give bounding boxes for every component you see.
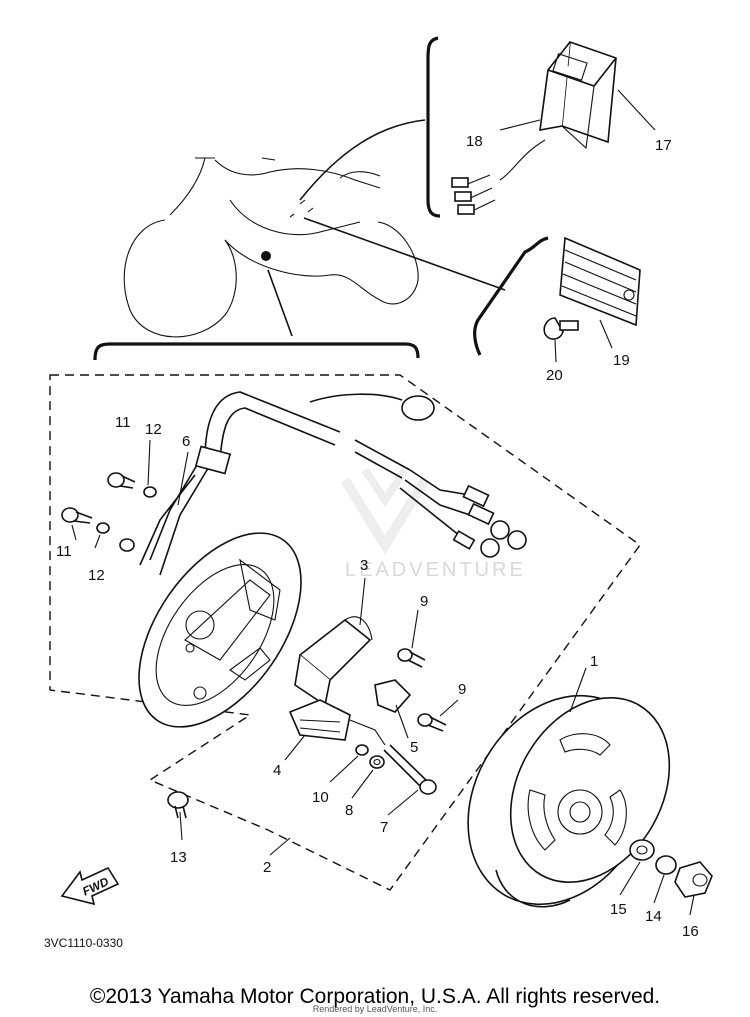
motorcycle-outline <box>123 157 419 338</box>
leader-lines <box>71 89 695 916</box>
callout-6: 6 <box>182 433 190 450</box>
washer-part-8 <box>369 755 385 769</box>
callout-1: 1 <box>590 653 598 670</box>
callout-20: 20 <box>546 367 563 384</box>
callout-2: 2 <box>263 859 271 876</box>
copyright-notice: ©2013 Yamaha Motor Corporation, U.S.A. A… <box>89 985 661 1008</box>
screw-part-13 <box>167 791 189 819</box>
fwd-arrow-icon: FWD <box>60 866 120 906</box>
callout-12-upper: 12 <box>145 421 162 438</box>
callout-17: 17 <box>655 137 672 154</box>
leadventure-watermark-logo <box>340 467 430 555</box>
lighting-coil-part-5 <box>374 679 412 713</box>
screw-part-9-upper <box>397 648 426 668</box>
pickup-coil-part-4 <box>288 699 386 746</box>
flywheel-rotor-part-1 <box>467 694 671 908</box>
grommet <box>119 538 135 552</box>
callout-11-lower: 11 <box>56 543 72 560</box>
stator-plate-part-2 <box>138 532 302 728</box>
callout-13: 13 <box>170 849 187 866</box>
washer-part-15 <box>629 839 655 861</box>
callout-18: 18 <box>466 133 483 150</box>
lock-washer-part-14 <box>655 855 677 875</box>
callout-16: 16 <box>682 923 699 940</box>
callout-8: 8 <box>345 802 353 819</box>
callout-7: 7 <box>380 819 388 836</box>
callout-9-upper: 9 <box>420 593 428 610</box>
callout-3: 3 <box>360 557 368 574</box>
watermark-text: LEADVENTURE <box>345 559 526 581</box>
callout-11-upper: 11 <box>115 414 131 431</box>
rendered-by-credit: Rendered by LeadVenture, Inc. <box>312 1004 438 1014</box>
nut-part-16 <box>674 861 713 898</box>
callout-10: 10 <box>312 789 329 806</box>
bolt-part-7 <box>383 744 437 795</box>
callout-9-lower: 9 <box>458 681 466 698</box>
assembly-boundary <box>49 374 641 891</box>
washer-part-12-upper <box>143 486 157 498</box>
screw-part-9-lower <box>417 713 447 732</box>
rectifier-part-19 <box>543 236 641 340</box>
callout-15: 15 <box>610 901 627 918</box>
wiring-harness <box>139 391 527 576</box>
washer-part-10 <box>355 744 369 756</box>
charge-coil-part-3 <box>294 616 373 707</box>
diagram-part-code: 3VC1110-0330 <box>44 936 123 950</box>
screw-part-11-lower <box>61 507 93 524</box>
callout-19: 19 <box>613 352 630 369</box>
location-dot <box>261 251 271 261</box>
cdi-unit-part-17 <box>451 40 617 215</box>
screw-part-11-upper <box>107 472 136 489</box>
callout-14: 14 <box>645 908 662 925</box>
callout-4: 4 <box>273 762 281 779</box>
callout-12-lower: 12 <box>88 567 105 584</box>
callout-5: 5 <box>410 739 418 756</box>
washer-part-12-lower <box>96 522 110 534</box>
